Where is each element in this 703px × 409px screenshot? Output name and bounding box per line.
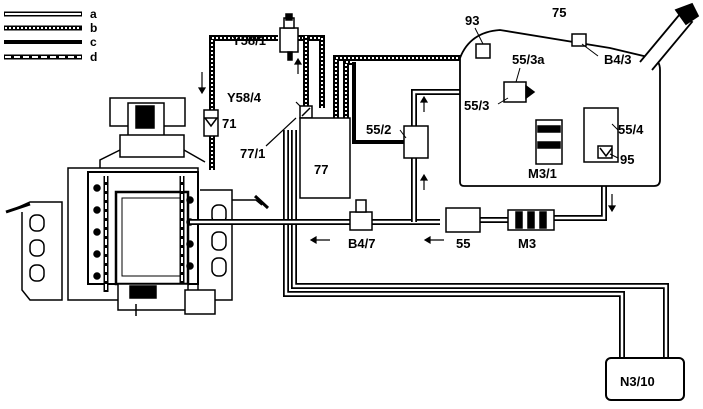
- legend-item-c: c: [4, 35, 97, 49]
- label-71: 71: [222, 116, 236, 131]
- legend-item-b: b: [4, 21, 97, 35]
- label-95: 95: [620, 152, 634, 167]
- legend-item-a: a: [4, 7, 97, 21]
- label-77: 77: [314, 162, 328, 177]
- label-93: 93: [465, 13, 479, 28]
- legend-item-d: d: [4, 50, 97, 64]
- legend: a b c d: [4, 7, 97, 64]
- purge-valve-y58-1: [279, 13, 299, 61]
- flow-arrows: [197, 57, 617, 245]
- label-77-1: 77/1: [240, 146, 265, 161]
- label-55-4: 55/4: [618, 122, 644, 137]
- strainer-55-4: [583, 107, 619, 163]
- legend-key-d: d: [90, 50, 97, 64]
- label-m3: M3: [518, 236, 536, 251]
- fuel-pump-m3: [507, 209, 555, 231]
- shutoff-valve-y58-4: [299, 105, 313, 119]
- label-y58-1: Y58/1: [232, 33, 266, 48]
- legend-key-a: a: [90, 7, 97, 21]
- legend-key-b: b: [90, 21, 97, 35]
- fuel-filter-55: [445, 207, 481, 233]
- label-m3-1: M3/1: [528, 166, 557, 181]
- label-b4-7: B4/7: [348, 236, 375, 251]
- engine-illustration: [5, 97, 270, 316]
- label-n3-10: N3/10: [620, 374, 655, 389]
- charcoal-canister-77: [299, 117, 351, 199]
- fuel-tank-75: [459, 2, 700, 187]
- control-unit-n3-10: [605, 357, 685, 401]
- pressure-sensor-b4-7: [349, 199, 373, 231]
- fuel-filter-55-2: [403, 125, 429, 159]
- check-valve-71: [203, 109, 219, 137]
- pressure-regulator-55-3a: [503, 81, 536, 103]
- label-b4-3: B4/3: [604, 52, 631, 67]
- leader-lines: [399, 27, 619, 159]
- label-55-3: 55/3: [464, 98, 489, 113]
- label-55: 55: [456, 236, 470, 251]
- legend-key-c: c: [90, 35, 97, 49]
- label-55-2: 55/2: [366, 122, 391, 137]
- label-y58-4: Y58/4: [227, 90, 262, 105]
- label-55-3a: 55/3a: [512, 52, 545, 67]
- pump-m3-1: [535, 119, 563, 165]
- label-75: 75: [552, 5, 566, 20]
- sensor-b4-3-box: [571, 33, 587, 47]
- component-93-box: [475, 43, 491, 59]
- component-labels: Y58/1 Y58/4 71 77/1 77 93 75 B4/3 55/3a …: [222, 5, 655, 389]
